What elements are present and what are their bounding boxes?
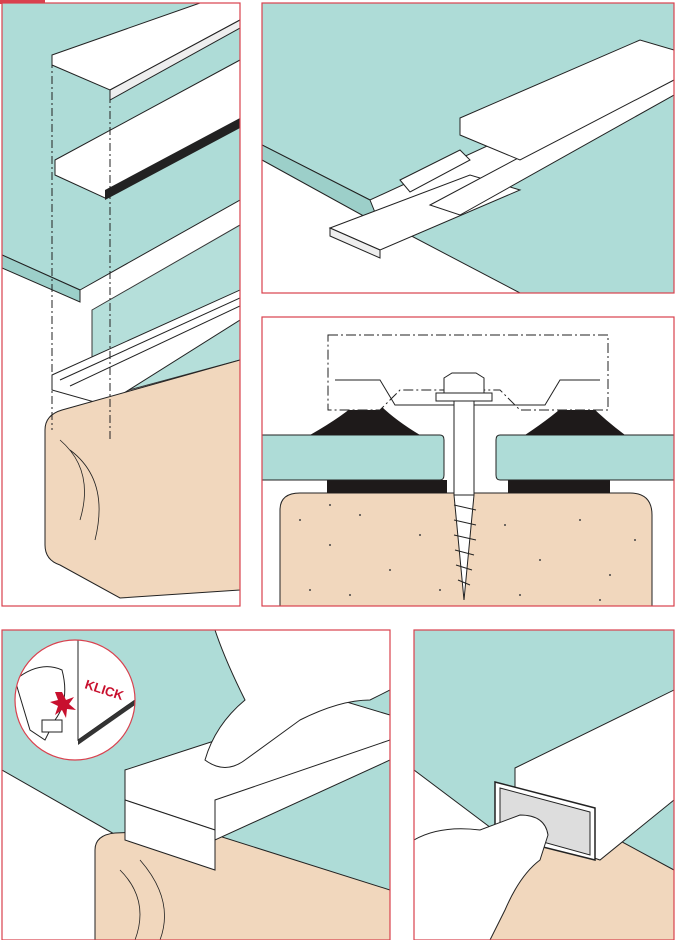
panel-frame [261, 2, 675, 294]
panel-exploded-view [2, 3, 240, 606]
impact-star-icon [50, 692, 76, 718]
panel-frame [261, 316, 675, 607]
screw-shank [453, 399, 475, 496]
panel-frame [1, 2, 241, 607]
panel-end-cap [414, 630, 674, 940]
panel-profile-on-glass [262, 3, 674, 293]
klick-callout: KLICK [14, 639, 136, 761]
glass-left [262, 434, 445, 481]
screw-head [443, 372, 485, 394]
corner-tab [0, 0, 45, 4]
panel-frame [1, 629, 391, 940]
panel-frame [413, 629, 675, 940]
panel-cross-section [262, 317, 674, 606]
glass-right [495, 434, 674, 481]
hand [204, 630, 390, 768]
hand [414, 814, 549, 940]
